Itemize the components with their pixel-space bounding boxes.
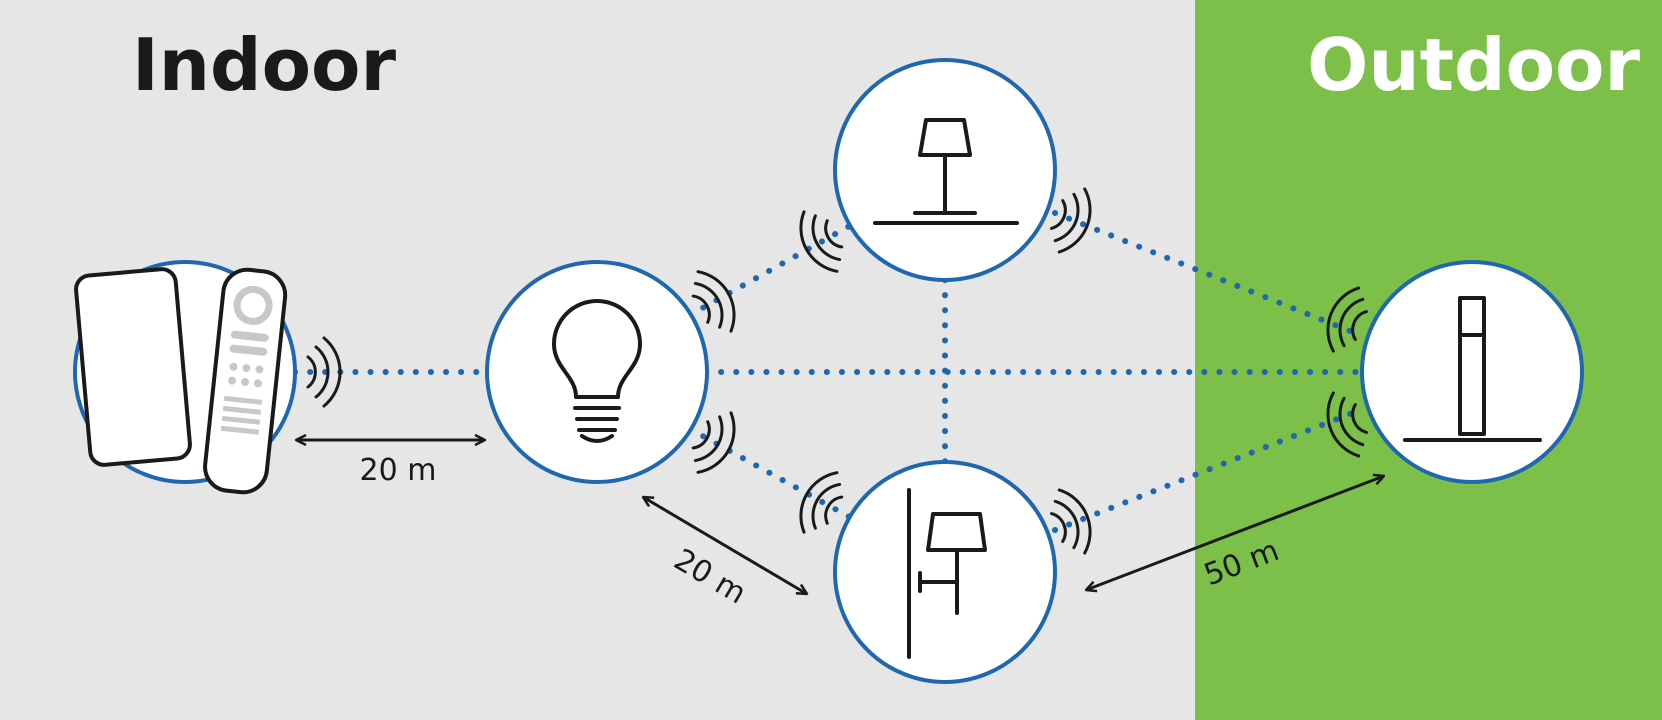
distance-arrow [1086, 476, 1384, 590]
remote-icon [203, 267, 288, 495]
wave-icon [1326, 286, 1368, 353]
indoor-label: Indoor [132, 23, 397, 107]
link-wall-lamp-bollard [1052, 407, 1363, 533]
bollard-light-icon [1403, 296, 1542, 442]
phone-and-remote-icon [74, 267, 288, 495]
wave-icon [306, 336, 342, 408]
light-bulb-icon [552, 299, 642, 443]
wave-icon [1326, 391, 1368, 458]
link-table-lamp-bollard [1052, 210, 1363, 338]
table-lamp-icon [873, 118, 1019, 225]
phone-icon [74, 267, 192, 467]
wave-icon [1050, 187, 1092, 254]
bollard-node [1360, 260, 1584, 484]
wall-lamp-icon [907, 488, 987, 659]
signal-waves [306, 187, 1368, 555]
distance-label: 20 m [360, 453, 437, 488]
outdoor-label: Outdoor [1307, 23, 1640, 107]
wall-lamp-node [833, 460, 1057, 684]
wave-icon [691, 270, 736, 333]
bulb-node [485, 260, 709, 484]
wave-icon [691, 411, 736, 474]
distance-arrow [643, 497, 807, 594]
wave-icon [799, 210, 844, 273]
